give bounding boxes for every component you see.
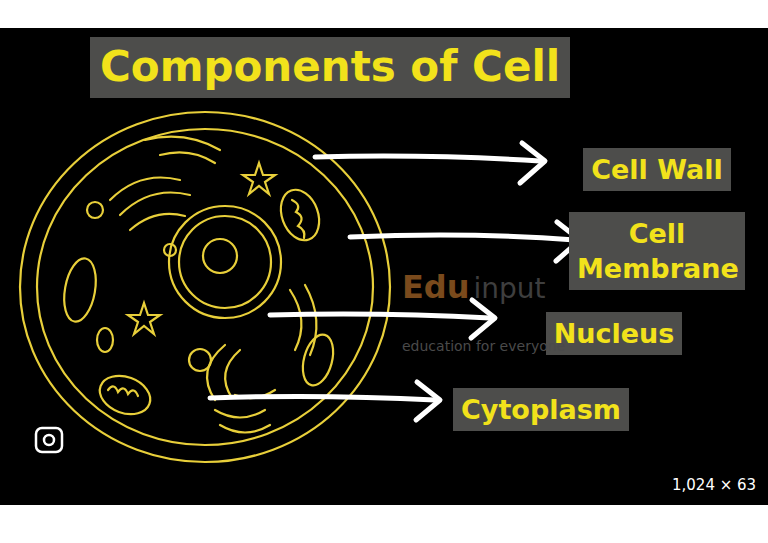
part-name: Cell Membrane xyxy=(577,216,737,286)
part-name: Cytoplasm xyxy=(461,392,621,427)
image-size: 1,024 × 63 xyxy=(672,476,756,494)
label-box: Nucleus xyxy=(546,312,683,355)
title-text: Components of Cell xyxy=(100,41,560,94)
label-box: Cell Wall xyxy=(583,148,731,191)
part-name: Nucleus xyxy=(554,316,675,351)
label-box: Cell Membrane xyxy=(569,212,745,290)
watermark: education for everyone xyxy=(402,338,565,354)
part-name: Cell Wall xyxy=(591,152,723,187)
title-box: Components of Cell xyxy=(90,37,570,98)
label-box: Cytoplasm xyxy=(453,388,629,431)
watermark: Edu xyxy=(402,268,470,306)
watermark: input xyxy=(474,272,546,305)
lens-icon xyxy=(36,428,62,452)
